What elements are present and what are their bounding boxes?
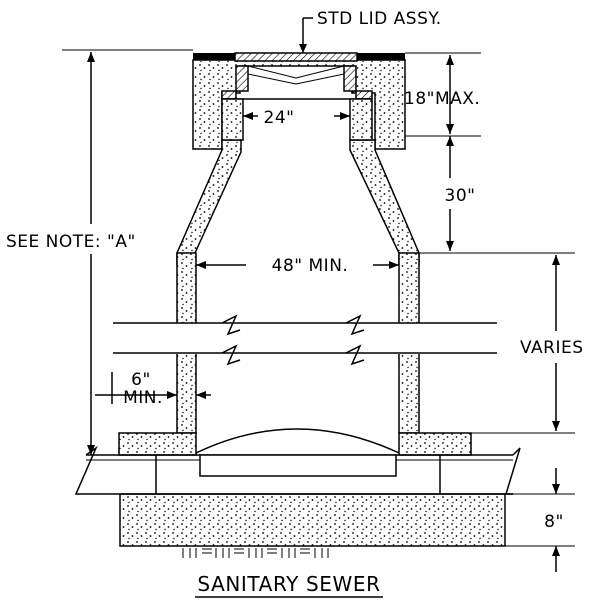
diagram-title: SANITARY SEWER bbox=[197, 572, 380, 596]
pipe bbox=[74, 445, 521, 495]
lid-assembly bbox=[221, 52, 373, 100]
break-band bbox=[110, 323, 500, 354]
base-ledge bbox=[118, 432, 197, 456]
channel-dome bbox=[195, 428, 400, 454]
d8-label: 8" bbox=[544, 512, 564, 532]
d24-label: 24" bbox=[264, 108, 295, 128]
min48-label: 48" MIN. bbox=[272, 256, 349, 276]
base-slab bbox=[119, 493, 506, 547]
max18-label: 18"MAX. bbox=[404, 89, 480, 109]
varies-label: VARIES bbox=[520, 338, 584, 358]
see-note-label: SEE NOTE: "A" bbox=[6, 232, 136, 252]
break-mark-left bbox=[221, 314, 241, 336]
cone-wall-left bbox=[176, 139, 242, 265]
frame-collar-left bbox=[221, 98, 244, 141]
d30-label: 30" bbox=[445, 186, 476, 206]
break-mark-right bbox=[345, 314, 365, 336]
subgrade-symbol bbox=[182, 548, 329, 558]
min-label: MIN. bbox=[123, 388, 163, 408]
lid-label: STD LID ASSY. bbox=[317, 9, 442, 29]
six-label: 6" bbox=[131, 370, 151, 390]
cone-wall-right bbox=[349, 139, 420, 265]
frame-collar-right bbox=[349, 98, 373, 141]
